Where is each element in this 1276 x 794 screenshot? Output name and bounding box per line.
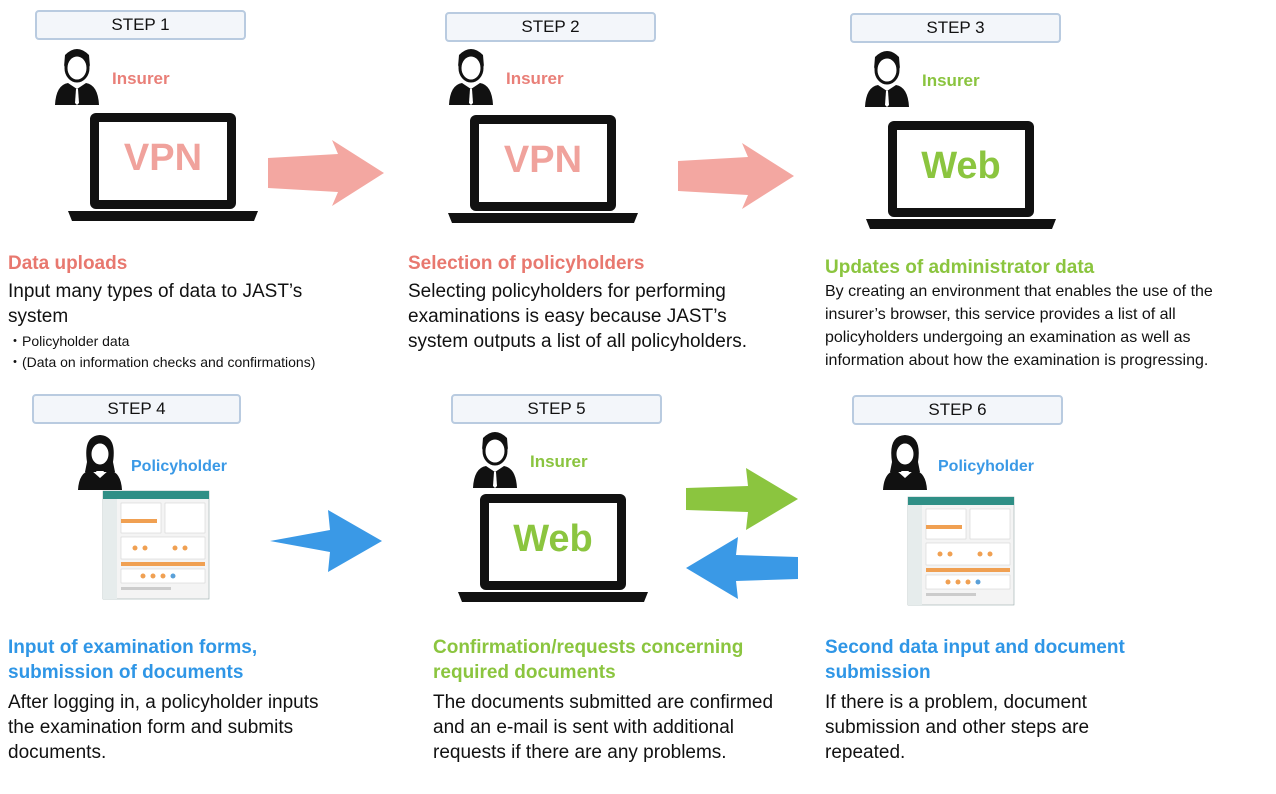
step-2-description: Selecting policyholders for performing e… — [408, 281, 747, 352]
step-3-tab: STEP 3 — [850, 13, 1061, 43]
right-arrow-icon — [270, 510, 382, 572]
step-6-role: Policyholder — [938, 458, 1035, 475]
step-3-heading: Updates of administrator data — [825, 257, 1095, 278]
step-5-description: The documents submitted are confirmed an… — [433, 692, 774, 763]
vpn-label: VPN — [123, 137, 203, 179]
step-6-tab: STEP 6 — [852, 395, 1063, 425]
step-1-role: Insurer — [112, 69, 170, 88]
step-1-description: Input many types of data to JAST’s syste… — [8, 281, 303, 327]
step-6-description: If there is a problem, document submissi… — [825, 692, 1090, 763]
step-5-heading: Confirmation/requests concerning require… — [433, 637, 744, 683]
man-in-suit-icon — [863, 49, 911, 109]
web-label: Web — [513, 518, 593, 560]
step-4-role: Policyholder — [131, 458, 228, 475]
man-in-suit-icon — [447, 47, 495, 107]
woman-icon — [881, 433, 929, 492]
step-1-heading: Data uploads — [8, 253, 128, 274]
step-1-tab: STEP 1 — [35, 10, 246, 40]
vpn-label: VPN — [503, 139, 583, 181]
step-2-role: Insurer — [506, 69, 564, 88]
step-6-heading: Second data input and document submissio… — [825, 637, 1125, 683]
step-3-description: By creating an environment that enables … — [825, 283, 1213, 369]
step-5-tab: STEP 5 — [451, 394, 662, 424]
step-5-role: Insurer — [530, 452, 588, 471]
right-arrow-icon — [686, 468, 798, 530]
step-3-role: Insurer — [922, 71, 980, 90]
right-arrow-icon — [268, 140, 384, 206]
man-in-suit-icon — [53, 47, 101, 107]
bullet-data-checks: ・(Data on information checks and confirm… — [8, 354, 316, 370]
man-in-suit-icon — [471, 430, 519, 490]
left-arrow-icon — [686, 537, 798, 599]
bullet-policyholder-data: ・Policyholder data — [8, 333, 130, 349]
screenshot-thumbnail-icon — [907, 496, 1015, 606]
step-2-tab: STEP 2 — [445, 12, 656, 42]
screenshot-thumbnail-icon — [102, 490, 210, 600]
web-label: Web — [921, 145, 1001, 187]
step-1-bullets: ・Policyholder data ・(Data on information… — [8, 331, 315, 373]
step-4-description: After logging in, a policyholder inputs … — [8, 692, 319, 763]
woman-icon — [76, 433, 124, 492]
right-arrow-icon — [678, 143, 794, 209]
step-4-heading: Input of examination forms, submission o… — [8, 637, 258, 683]
step-2-heading: Selection of policyholders — [408, 253, 645, 274]
step-4-tab: STEP 4 — [32, 394, 241, 424]
